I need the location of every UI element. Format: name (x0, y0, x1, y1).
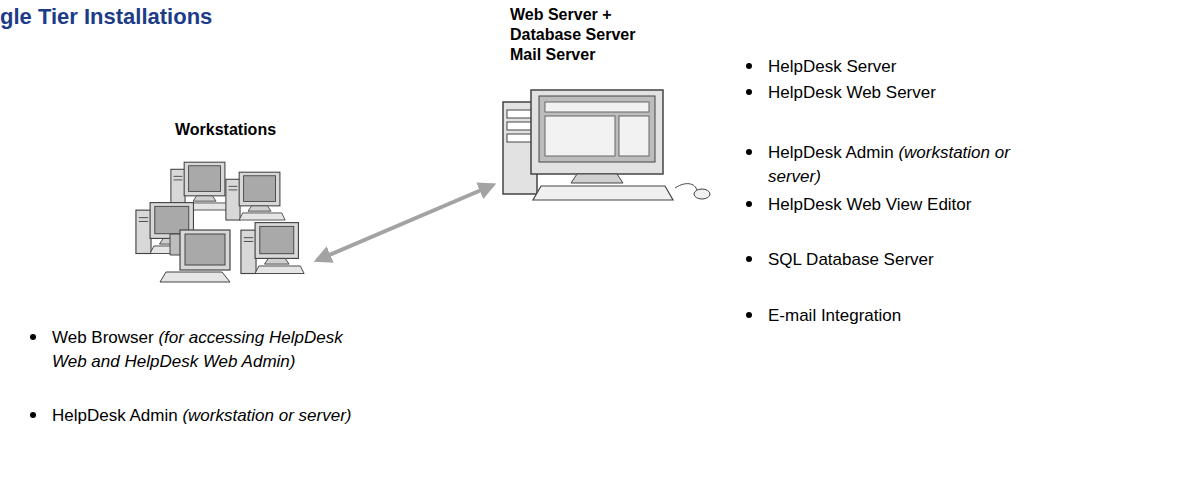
plain-text: HelpDesk Admin (768, 143, 898, 162)
bullet-item: HelpDesk Web View Editor (768, 193, 1068, 217)
bullet-item: HelpDesk Server (768, 55, 1068, 79)
bullet-dot (746, 149, 752, 155)
node-heading: Web Server + Database Server Mail Server (510, 5, 660, 65)
bullet-text: SQL Database Server (768, 248, 1068, 272)
bullet-text: E-mail Integration (768, 304, 1068, 328)
bullet-item: SQL Database Server (768, 248, 1068, 272)
bullet-text: HelpDesk Web View Editor (768, 193, 1068, 217)
bullet-item: Web Browser (for accessing HelpDesk Web … (52, 326, 362, 374)
bullet-text: HelpDesk Server (768, 55, 1068, 79)
computer-illustration (497, 88, 712, 209)
bullet-dot (746, 201, 752, 207)
bullet-item: E-mail Integration (768, 304, 1068, 328)
bullet-dot (746, 256, 752, 262)
bullet-item: HelpDesk Web Server (768, 81, 1068, 105)
bullet-item: HelpDesk Admin (workstation or server) (768, 141, 1058, 189)
bullet-dot (30, 412, 36, 418)
computer-illustration (130, 160, 310, 289)
node-heading: Workstations (175, 120, 305, 140)
double-arrow (317, 185, 493, 260)
computer-group: Web Server + Database Server Mail Server (497, 5, 712, 205)
bullet-dot (746, 63, 752, 69)
bullet-text: HelpDesk Admin (workstation or server) (52, 404, 452, 428)
diagram-title: gle Tier Installations (0, 4, 212, 30)
bullet-dot (746, 312, 752, 318)
computer-group: Workstations (130, 120, 315, 285)
bullet-item: HelpDesk Admin (workstation or server) (52, 404, 452, 428)
bullet-text: HelpDesk Web Server (768, 81, 1068, 105)
plain-text: HelpDesk Admin (52, 406, 182, 425)
bullet-text: HelpDesk Admin (workstation or server) (768, 141, 1058, 189)
italic-note: (workstation or server) (182, 406, 351, 425)
bullet-dot (30, 334, 36, 340)
bullet-dot (746, 89, 752, 95)
plain-text: Web Browser (52, 328, 158, 347)
bullet-text: Web Browser (for accessing HelpDesk Web … (52, 326, 362, 374)
